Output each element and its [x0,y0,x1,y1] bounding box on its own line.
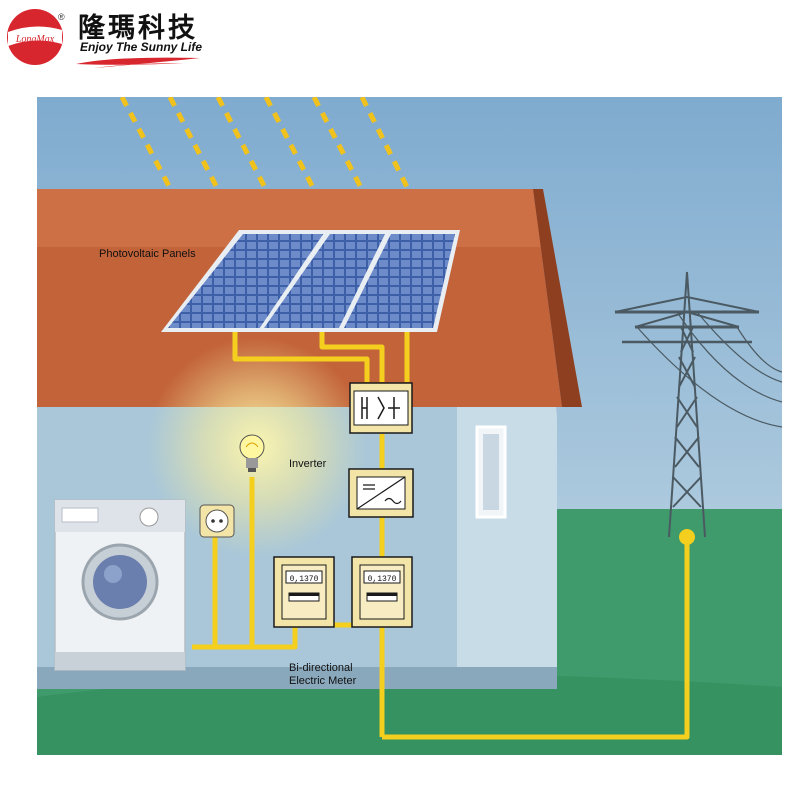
wall-socket-icon [199,504,235,538]
sun-rays [119,97,420,209]
brand-circle-text: LongMax [15,34,55,45]
registered-mark: ® [58,12,65,22]
photovoltaic-panels-label: Photovoltaic Panels [99,248,196,260]
power-tower-icon [614,271,782,538]
electric-meter-label: Bi-directional Electric Meter [289,662,356,688]
house-foundation [37,667,557,689]
meter-left-display: 0,1370 [290,575,319,584]
inverter-label: Inverter [289,458,327,470]
brand-circle-icon: LongMax [7,9,63,65]
meter-label-line1: Bi-directional [289,662,353,674]
solar-system-illustration: 0,1370 0,1370 [37,97,782,755]
logo: LongMax ® 隆瑪科技 Enjoy The Sunny Life [0,0,220,80]
washing-machine-icon [54,499,186,671]
inverter-box [348,468,414,518]
electric-meter-left: 0,1370 [273,556,335,628]
junction-box [349,382,413,434]
brand-slogan: Enjoy The Sunny Life [80,40,203,54]
electric-meter-right: 0,1370 [351,556,413,628]
house-window [475,425,507,519]
photovoltaic-panels [161,230,460,332]
brush-stroke-icon [76,57,200,68]
meter-right-display: 0,1370 [368,575,397,584]
grid-connection-node [679,529,695,545]
light-bulb-icon [239,434,265,472]
brand-chinese-name: 隆瑪科技 [78,13,198,44]
meter-label-line2: Electric Meter [289,675,357,687]
